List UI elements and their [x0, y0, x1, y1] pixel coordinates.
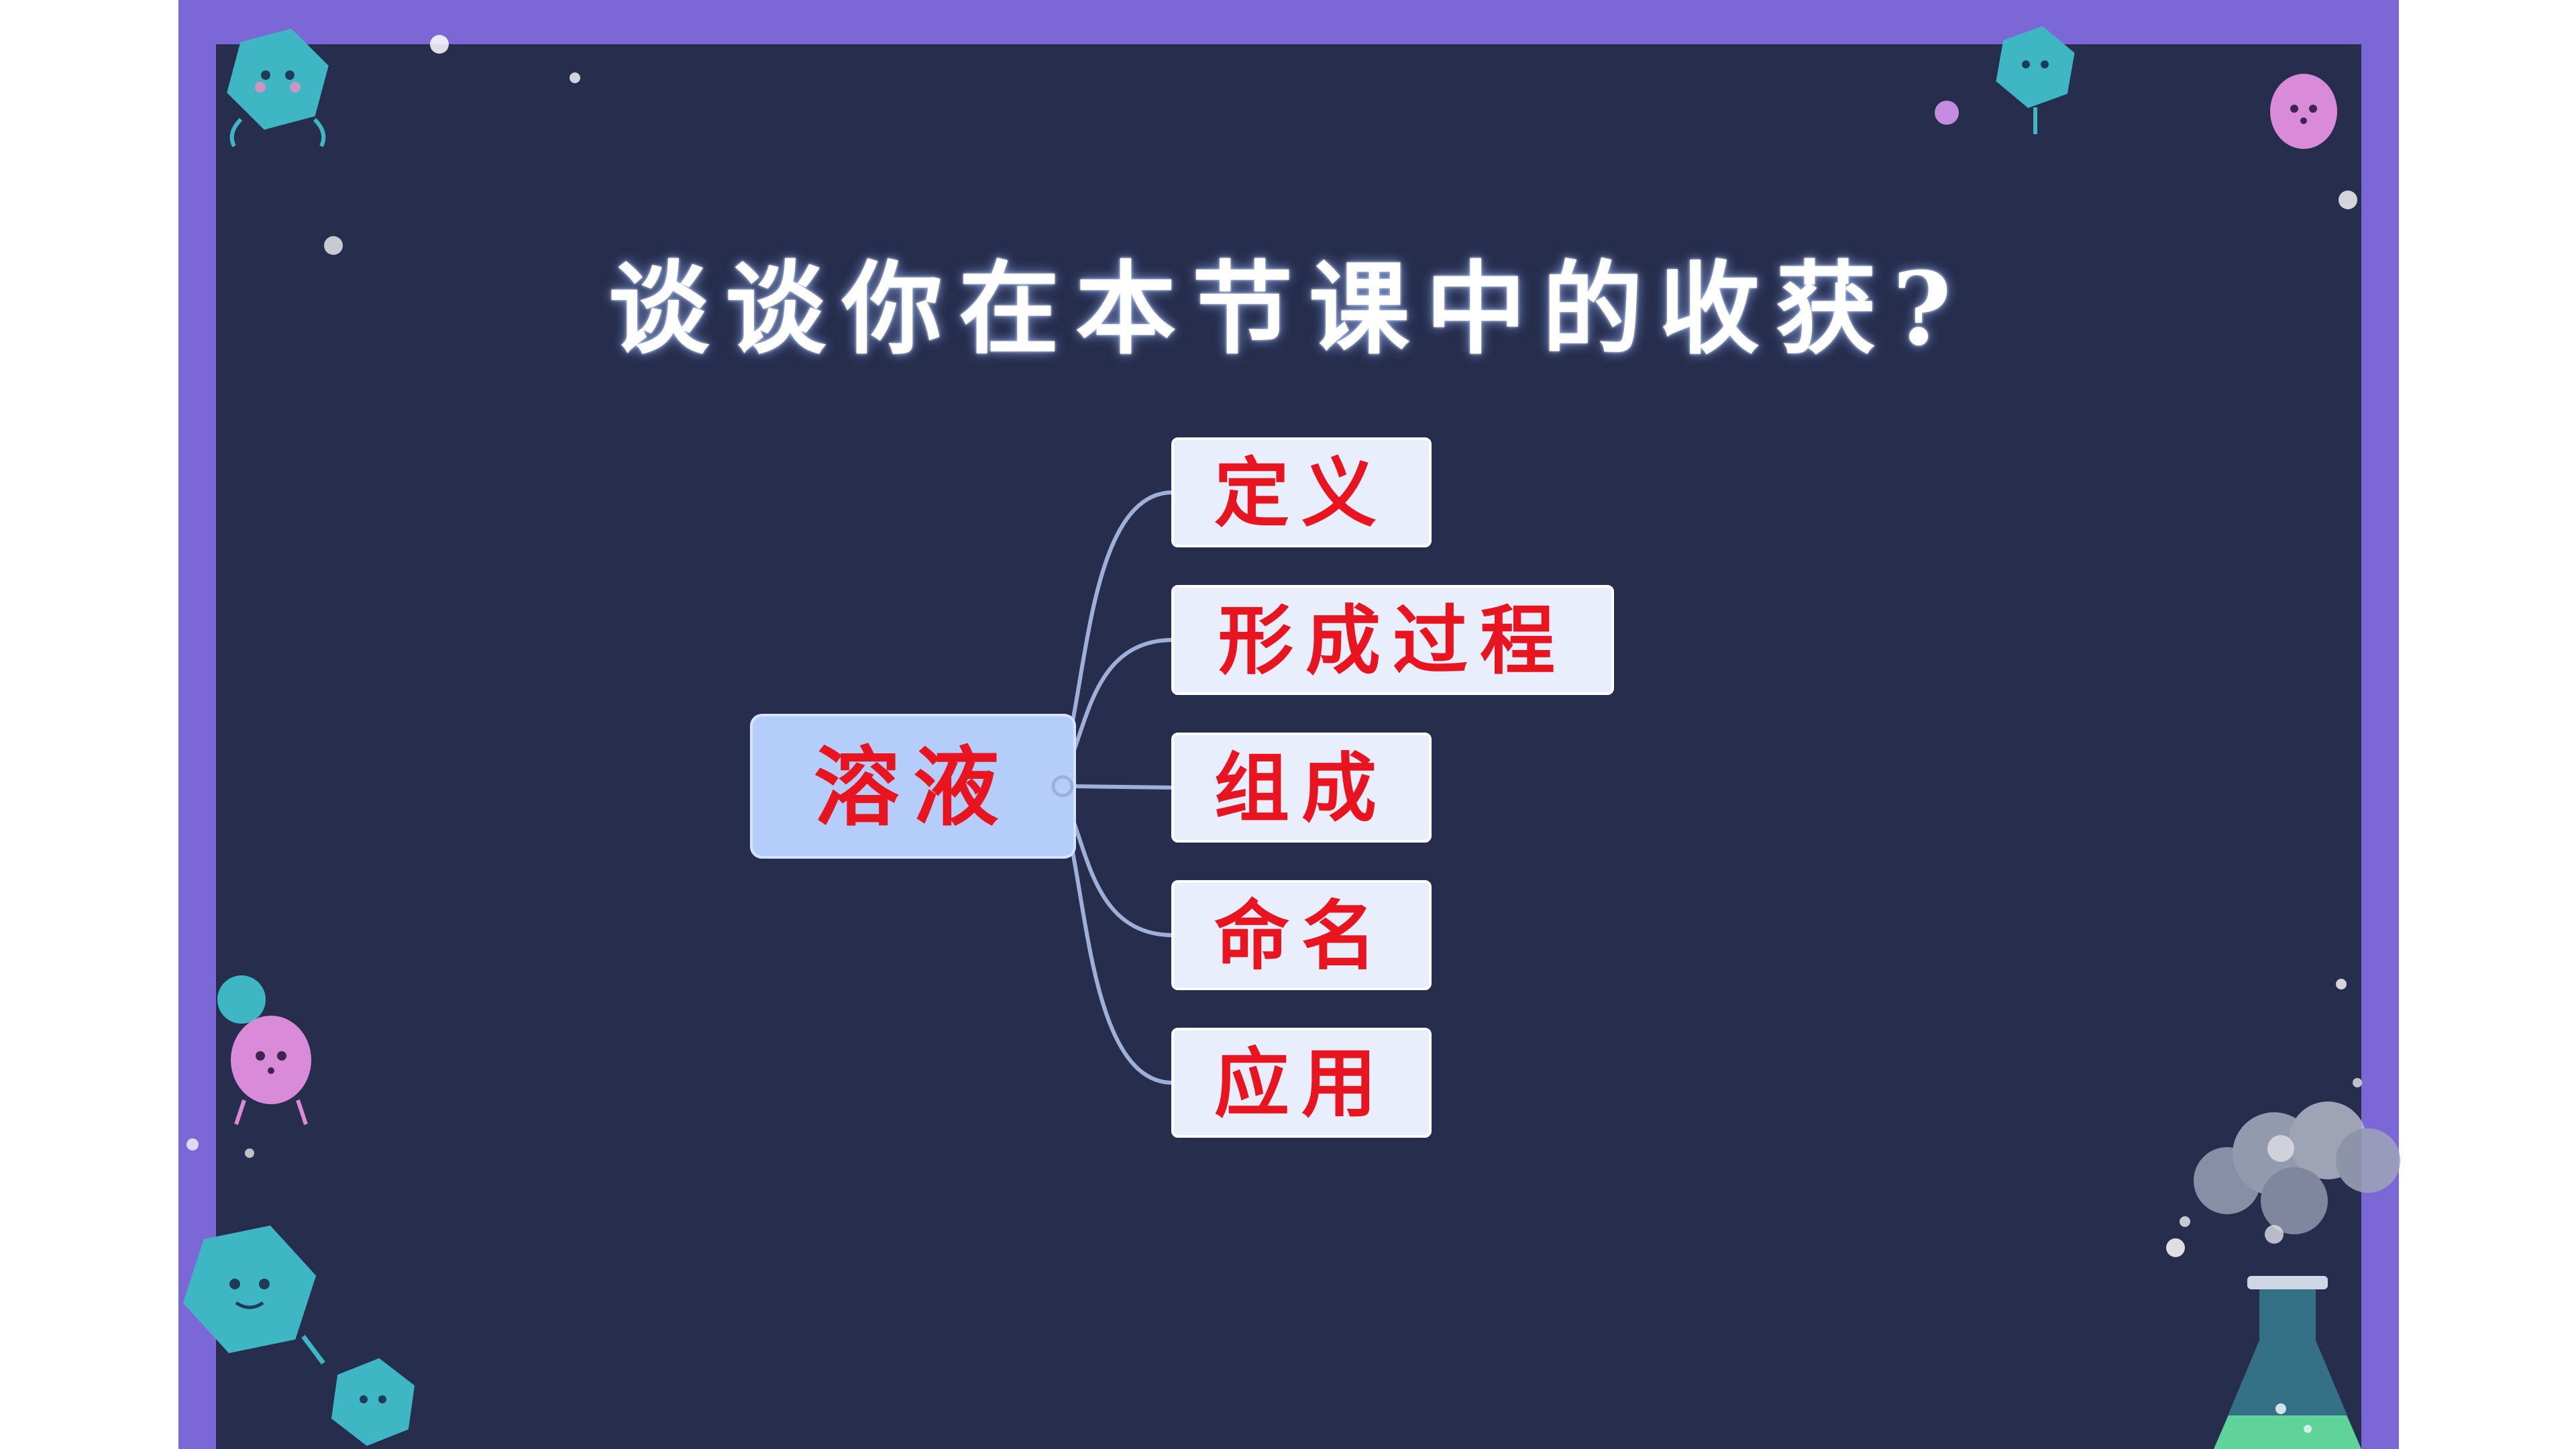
mindmap-branch-node: 命名 — [1171, 880, 1432, 990]
smoke-cloud-icon — [2194, 1102, 2400, 1244]
mindmap-root-node: 溶液 — [750, 714, 1076, 859]
round-germ-icon — [231, 1016, 311, 1125]
mindmap-root-label: 溶液 — [814, 737, 1012, 838]
round-germ-icon — [217, 975, 266, 1024]
round-germ-icon — [1935, 101, 1959, 125]
flask-icon — [2214, 1276, 2361, 1449]
mindmap-branch-label: 组成 — [1214, 745, 1389, 833]
slide-title: 谈谈你在本节课中的收获? — [608, 250, 1968, 368]
round-germ-icon — [2270, 74, 2337, 149]
mindmap-branch-label: 定义 — [1214, 449, 1389, 537]
mindmap-branch-node: 应用 — [1171, 1028, 1432, 1138]
mindmap-branch-label: 应用 — [1214, 1040, 1389, 1128]
collapse-toggle-icon[interactable] — [1051, 775, 1074, 798]
mindmap-branch-node: 定义 — [1171, 437, 1432, 547]
mindmap-connector — [1071, 784, 1173, 790]
mindmap-branch-label: 命名 — [1214, 892, 1389, 980]
mindmap-branch-label: 形成过程 — [1218, 597, 1567, 685]
mindmap-branch-node: 组成 — [1171, 733, 1432, 843]
hexagon-germ-icon — [227, 28, 329, 148]
mindmap-branch-node: 形成过程 — [1171, 585, 1614, 695]
hexagon-germ-icon — [182, 1225, 325, 1365]
hexagon-germ-icon — [331, 1358, 415, 1446]
hexagon-germ-icon — [1996, 25, 2075, 134]
sparkle-dot-icon — [186, 35, 2362, 1257]
